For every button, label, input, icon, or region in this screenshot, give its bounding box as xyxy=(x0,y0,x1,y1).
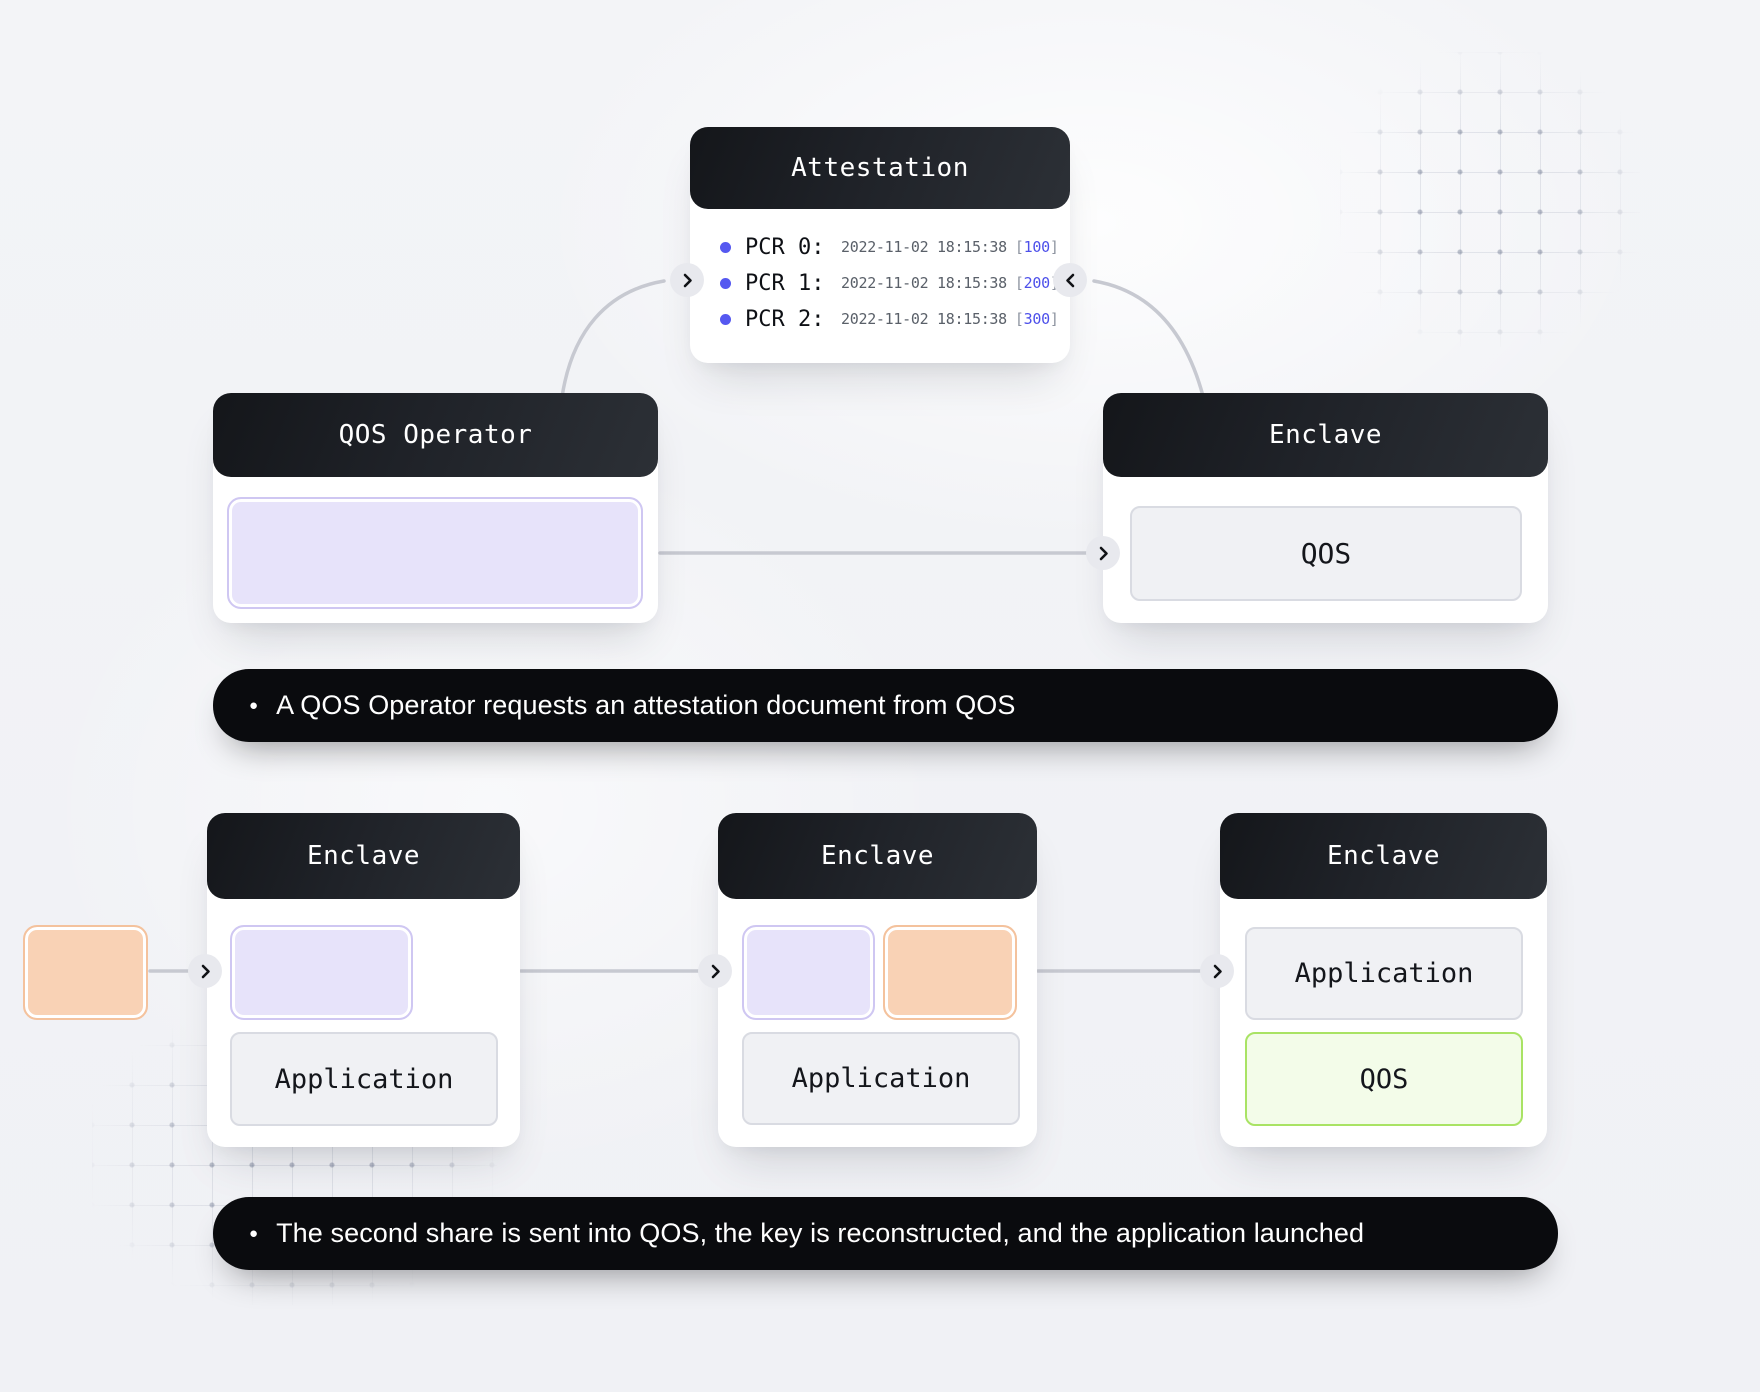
pcr-bullet-icon xyxy=(720,241,731,253)
pcr-label: PCR 2: xyxy=(745,306,825,332)
qos-slot-label: QOS xyxy=(1300,537,1352,570)
step-banner-1: ● A QOS Operator requests an attestation… xyxy=(213,669,1558,742)
enclave-card-3: Enclave Application QOS xyxy=(1220,813,1547,1147)
pcr-value-number: 300 xyxy=(1023,310,1051,328)
attestation-card-header: Attestation xyxy=(690,127,1070,209)
chevron-right-icon xyxy=(1099,546,1108,560)
application-slot: Application xyxy=(230,1032,498,1126)
pcr-value: [300] xyxy=(1015,310,1059,328)
share-box-lavender xyxy=(742,925,875,1020)
pcr-value: [100] xyxy=(1015,238,1059,256)
pcr-bracket-open: [ xyxy=(1014,310,1024,328)
attestation-card: Attestation PCR 0: 2022-11-02 18:15:38 [… xyxy=(690,127,1070,363)
enclave-card-top-title: Enclave xyxy=(1268,420,1383,450)
pcr-list: PCR 0: 2022-11-02 18:15:38 [100] PCR 1: … xyxy=(690,209,1070,343)
pcr-timestamp: 2022-11-02 18:15:38 xyxy=(841,310,1007,328)
enclave-card-top-header: Enclave xyxy=(1103,393,1548,477)
attestation-card-title: Attestation xyxy=(791,153,969,183)
qos-operator-card-header: QOS Operator xyxy=(213,393,658,477)
connector-circle xyxy=(1086,536,1120,570)
share-box-peach-standalone xyxy=(23,925,148,1020)
qos-slot-label: QOS xyxy=(1359,1063,1409,1095)
pcr-bracket-close: ] xyxy=(1049,238,1059,256)
connector-circle xyxy=(188,954,222,988)
share-box-lavender xyxy=(230,925,413,1020)
qos-slot-green: QOS xyxy=(1245,1032,1523,1126)
enclave-card-3-title: Enclave xyxy=(1326,841,1441,871)
step-banner-2: ● The second share is sent into QOS, the… xyxy=(213,1197,1558,1270)
pcr-bracket-close: ] xyxy=(1049,310,1059,328)
step-banner-2-text: The second share is sent into QOS, the k… xyxy=(276,1218,1365,1248)
bullet-icon: ● xyxy=(249,1225,259,1242)
chevron-right-icon xyxy=(201,964,210,978)
enclave-card-1: Enclave Application xyxy=(207,813,520,1147)
pcr-bracket-open: [ xyxy=(1014,238,1024,256)
bullet-icon: ● xyxy=(249,697,259,714)
pcr-bullet-icon xyxy=(720,277,731,289)
pcr-value: [200] xyxy=(1015,274,1059,292)
pcr-label: PCR 0: xyxy=(745,234,825,260)
curve-operator-to-attestation xyxy=(560,279,666,399)
enclave-card-top: Enclave QOS xyxy=(1103,393,1548,623)
curve-attestation-to-enclave xyxy=(1092,279,1205,398)
pcr-bracket-open: [ xyxy=(1014,274,1024,292)
chevron-left-icon xyxy=(1065,273,1074,287)
connector-circle xyxy=(670,263,704,297)
chevron-right-icon xyxy=(711,964,720,978)
application-slot-label: Application xyxy=(1294,958,1474,989)
pcr-row: PCR 2: 2022-11-02 18:15:38 [300] xyxy=(720,306,1059,332)
application-slot: Application xyxy=(1245,927,1523,1020)
qos-operator-card-title: QOS Operator xyxy=(338,420,533,450)
application-slot-label: Application xyxy=(274,1063,454,1095)
share-box-lavender xyxy=(227,497,643,609)
qos-operator-card: QOS Operator xyxy=(213,393,658,623)
pcr-bullet-icon xyxy=(720,313,731,325)
enclave-card-2-title: Enclave xyxy=(820,841,935,871)
step-banner-1-text: A QOS Operator requests an attestation d… xyxy=(276,690,1016,720)
pcr-value-number: 200 xyxy=(1023,274,1051,292)
application-slot: Application xyxy=(742,1032,1020,1125)
enclave-card-3-header: Enclave xyxy=(1220,813,1547,899)
connector-circle xyxy=(698,954,732,988)
pcr-row: PCR 1: 2022-11-02 18:15:38 [200] xyxy=(720,270,1059,296)
share-box-peach xyxy=(883,925,1017,1020)
enclave-card-2-header: Enclave xyxy=(718,813,1037,899)
pcr-timestamp: 2022-11-02 18:15:38 xyxy=(841,274,1007,292)
application-slot-label: Application xyxy=(791,1063,971,1094)
qos-slot: QOS xyxy=(1130,506,1522,601)
chevron-right-icon xyxy=(683,273,692,287)
pcr-row: PCR 0: 2022-11-02 18:15:38 [100] xyxy=(720,234,1059,260)
pcr-timestamp: 2022-11-02 18:15:38 xyxy=(841,238,1007,256)
chevron-right-icon xyxy=(1213,964,1222,978)
enclave-card-1-header: Enclave xyxy=(207,813,520,899)
dot-grid-decoration xyxy=(1340,52,1640,347)
connector-circle xyxy=(1053,263,1087,297)
enclave-card-2: Enclave Application xyxy=(718,813,1037,1147)
enclave-card-1-title: Enclave xyxy=(306,841,421,871)
pcr-label: PCR 1: xyxy=(745,270,825,296)
connector-circle xyxy=(1200,954,1234,988)
pcr-value-number: 100 xyxy=(1023,238,1051,256)
